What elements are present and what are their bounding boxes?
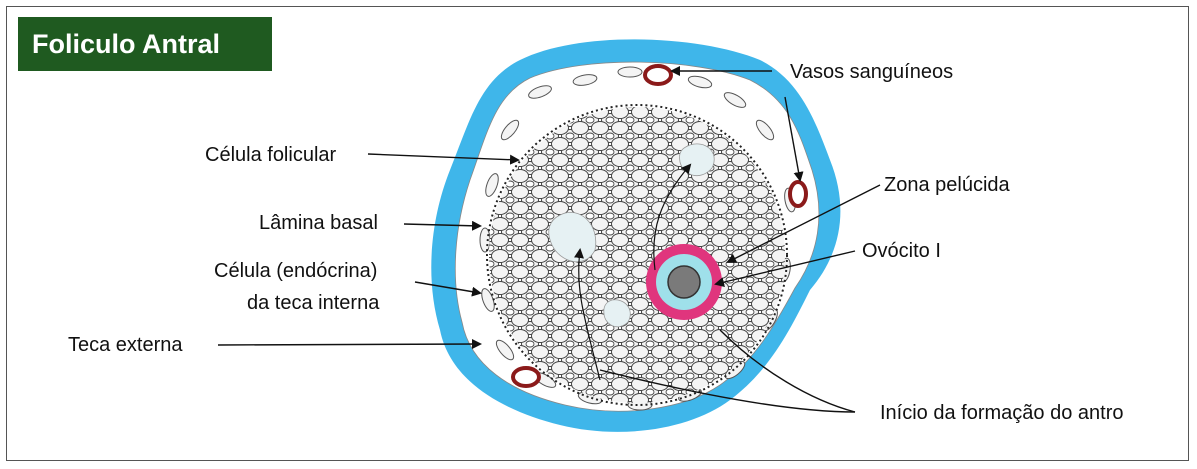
label-celula-endocrina-1: Célula (endócrina) (214, 259, 377, 283)
oocyte-nucleus (668, 266, 700, 298)
label-celula-folicular: Célula folicular (205, 143, 336, 167)
blood-vessel (513, 368, 539, 386)
label-ovocito: Ovócito I (862, 239, 941, 263)
label-zona-pelucida: Zona pelúcida (884, 173, 1010, 197)
label-teca-externa: Teca externa (68, 333, 183, 357)
label-inicio-antro: Início da formação do antro (880, 401, 1123, 425)
label-vasos-sanguineos: Vasos sanguíneos (790, 60, 953, 84)
blood-vessel (645, 66, 671, 84)
blood-vessel (790, 182, 806, 206)
label-celula-endocrina-2: da teca interna (247, 291, 379, 315)
label-lamina-basal: Lâmina basal (259, 211, 378, 235)
